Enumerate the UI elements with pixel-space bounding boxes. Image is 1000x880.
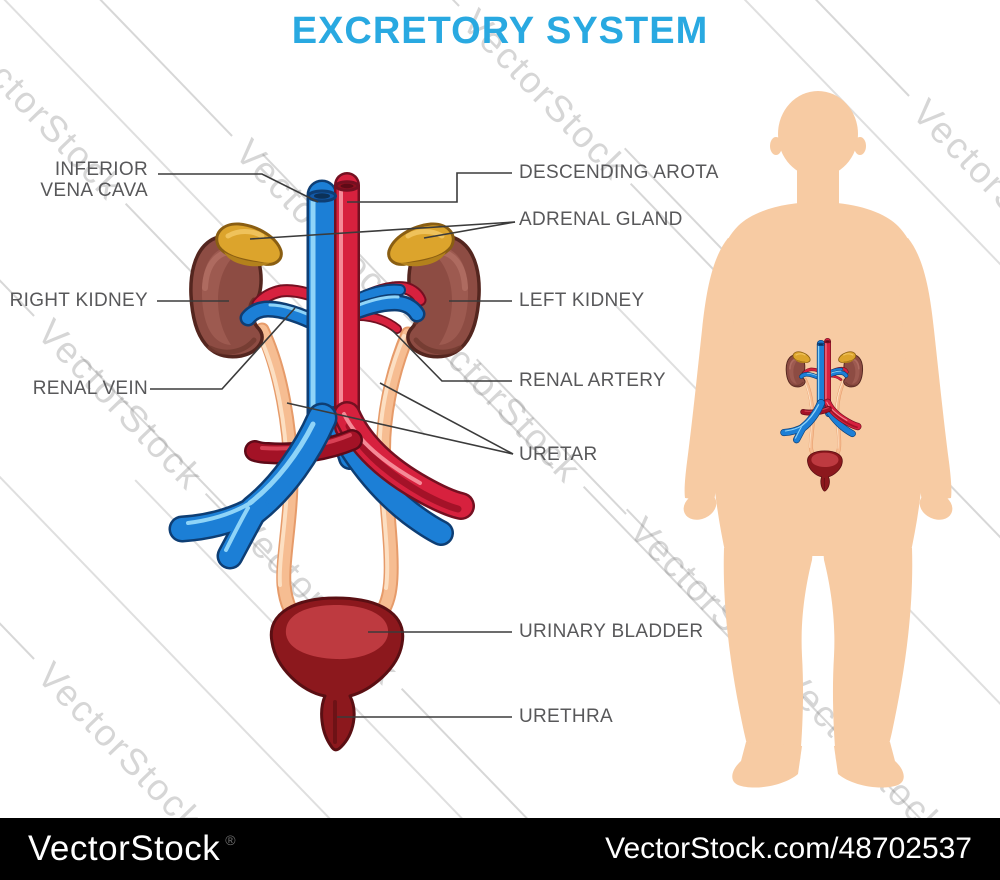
pointer-descending-aorta <box>347 172 512 203</box>
label-urinary-bladder: URINARY BLADDER <box>519 621 704 642</box>
body-silhouette <box>683 91 953 788</box>
label-inferior-vena-cava: INFERIOR VENA CAVA <box>40 159 148 201</box>
pointer-ureter-left <box>286 402 514 455</box>
urinary-organs-group <box>168 172 481 752</box>
vessel-rims <box>307 180 360 203</box>
label-right-kidney: RIGHT KIDNEY <box>9 290 148 311</box>
pointer-renal-artery <box>391 329 512 382</box>
vectorstock-footer-bar: VectorStock® VectorStock.com/48702537 <box>0 818 1000 880</box>
page-title: EXCRETORY SYSTEM <box>291 10 709 52</box>
pointer-inferior-vena-cava <box>158 173 319 203</box>
pointer-ureter-right <box>379 382 514 455</box>
label-left-kidney: LEFT KIDNEY <box>519 290 645 311</box>
label-urethra: URETHRA <box>519 706 613 727</box>
label-renal-vein: RENAL VEIN <box>32 378 148 399</box>
vectorstock-image-url: VectorStock.com/48702537 <box>605 832 972 865</box>
pointer-lines <box>150 172 516 718</box>
pointer-adrenal-gland-right <box>423 221 516 239</box>
label-ureter: URETAR <box>519 444 598 465</box>
label-renal-artery: RENAL ARTERY <box>519 370 666 391</box>
vectorstock-logo: VectorStock® <box>28 829 236 869</box>
registered-trademark-symbol: ® <box>225 832 236 848</box>
urinary-bladder-shape <box>269 596 405 752</box>
label-descending-aorta: DESCENDING AROTA <box>519 162 719 183</box>
label-adrenal-gland: ADRENAL GLAND <box>519 209 683 230</box>
vectorstock-brand-text: VectorStock <box>28 829 221 868</box>
pointer-adrenal-gland-left <box>249 221 516 240</box>
pointer-renal-vein <box>150 307 296 390</box>
left-iliac-veins <box>168 402 338 570</box>
